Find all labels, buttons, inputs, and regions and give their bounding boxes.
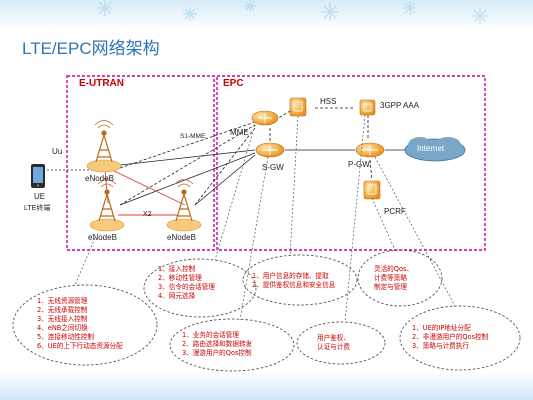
enodeb-callout-oval xyxy=(12,284,158,366)
uu-interface-label: Uu xyxy=(52,147,63,156)
enodeb-tower-icon xyxy=(94,120,114,163)
mme-callout-oval xyxy=(143,258,257,318)
page-title: LTE/EPC网络架构 xyxy=(22,39,160,58)
enodeb-label: eNodeB xyxy=(85,174,114,183)
mme-label: MME xyxy=(230,128,249,137)
mme-node-icon xyxy=(251,110,279,126)
phone-icon xyxy=(31,164,45,188)
pcrf-callout-text: 灵活的Qos、 计费等策略 制定与管理 xyxy=(374,265,414,291)
pcrf-node-icon xyxy=(363,180,381,200)
epc-region-box xyxy=(216,75,486,251)
s1-mme-interface-label: S1-MME xyxy=(180,133,206,140)
hss-callout-oval xyxy=(242,254,358,306)
aaa-label: 3GPP AAA xyxy=(380,101,419,110)
aaa-callout-oval xyxy=(296,321,386,365)
sgw-node-icon xyxy=(255,142,285,158)
eutran-region-box xyxy=(66,75,215,251)
ue-sub-label: LTE终端 xyxy=(24,205,51,212)
internet-label: Internet xyxy=(417,144,445,153)
enodeb-tower-icon xyxy=(97,179,117,222)
enodeb-tower-icon xyxy=(174,179,194,222)
x2-interface-label: X2 xyxy=(143,211,152,218)
sgw-callout-text: 1、业务的会话管理 2、路由选择和数据转发 3、漫游用户的Qos控制 xyxy=(182,331,253,357)
aaa-node-icon xyxy=(359,99,376,116)
sgw-callout-oval xyxy=(169,318,295,372)
s1-mme-link xyxy=(119,121,256,169)
aaa-callout-text: 用户鉴权、 认证与计费 xyxy=(317,334,350,351)
pcrf-label: PCRF xyxy=(384,207,406,216)
hss-node-icon xyxy=(289,97,307,117)
hss-label: HSS xyxy=(320,97,337,106)
hss-callout-text: 1、用户信息的存储、提取 2、提供鉴权信息和安全信息 xyxy=(252,272,336,289)
enodeb-label: eNodeB xyxy=(167,233,196,242)
epc-region-label: EPC xyxy=(223,78,244,89)
ue-label: UE xyxy=(34,192,46,201)
sgw-label: S-GW xyxy=(262,163,284,172)
enodeb-label: eNodeB xyxy=(88,233,117,242)
pgw-callout-oval xyxy=(399,305,521,371)
pgw-callout-text: 1、UE的IP地址分配 2、非漫游用户的Qos控制 3、策略与计费执行 xyxy=(412,324,489,350)
pgw-node-icon xyxy=(355,142,385,158)
pgw-label: P-GW xyxy=(348,160,370,169)
pcrf-callout-oval xyxy=(357,249,443,307)
enodeb-callout-text: 1、无线资源管理 2、无线承载控制 3、无线接入控制 4、eNB之间切换 5、连… xyxy=(37,297,123,350)
eutran-region-label: E-UTRAN xyxy=(79,78,124,89)
mme-callout-text: 1、接入控制 2、移动性管理 3、信令的会话管理 4、网元选择 xyxy=(158,265,215,300)
internet-cloud-icon xyxy=(404,137,466,162)
